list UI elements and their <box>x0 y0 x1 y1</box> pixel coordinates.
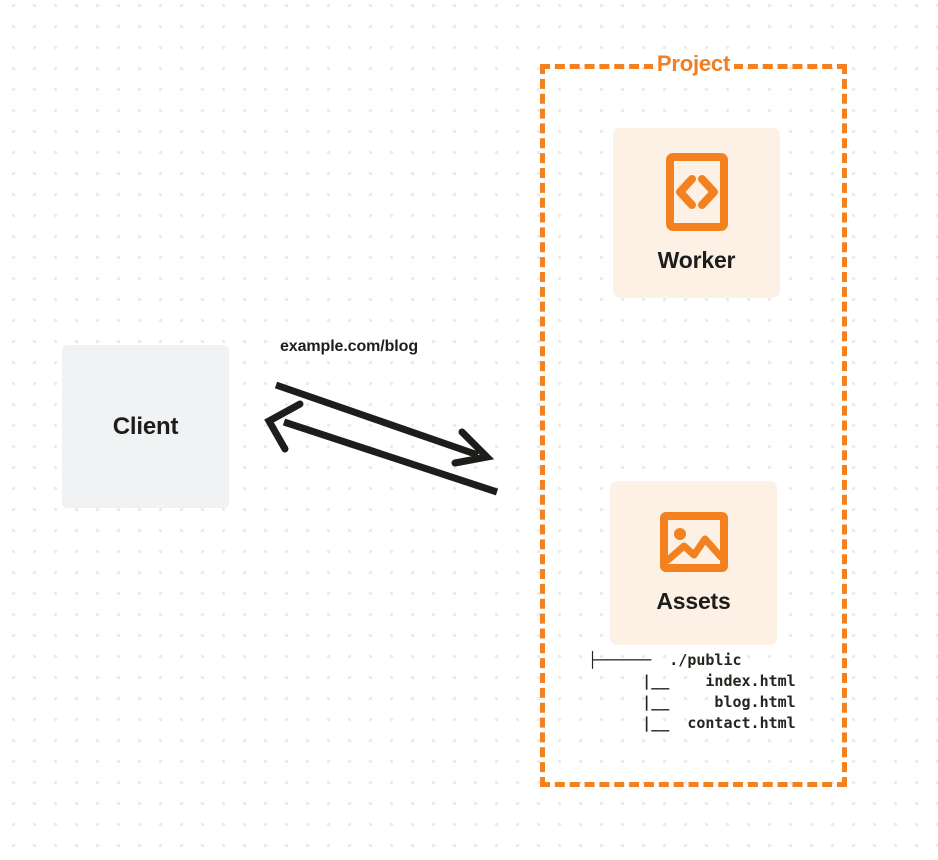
assets-node[interactable]: Assets <box>610 481 777 645</box>
client-node[interactable]: Client <box>62 345 229 508</box>
asset-tree-text: ├────── ./public |__ index.html |__ blog… <box>588 651 796 732</box>
worker-node[interactable]: Worker <box>613 128 780 298</box>
assets-node-label: Assets <box>656 587 731 614</box>
request-arrow <box>274 381 495 467</box>
worker-node-label: Worker <box>657 246 736 273</box>
code-brackets-icon <box>665 152 728 231</box>
connection-label: example.com/blog <box>280 338 418 355</box>
project-group-label-text: Project <box>652 51 735 76</box>
asset-file-tree: ├────── ./public |__ index.html |__ blog… <box>588 650 796 734</box>
project-group-label: Project <box>540 50 847 78</box>
response-arrow <box>264 400 499 496</box>
client-node-label: Client <box>112 412 179 440</box>
image-icon <box>659 511 728 572</box>
